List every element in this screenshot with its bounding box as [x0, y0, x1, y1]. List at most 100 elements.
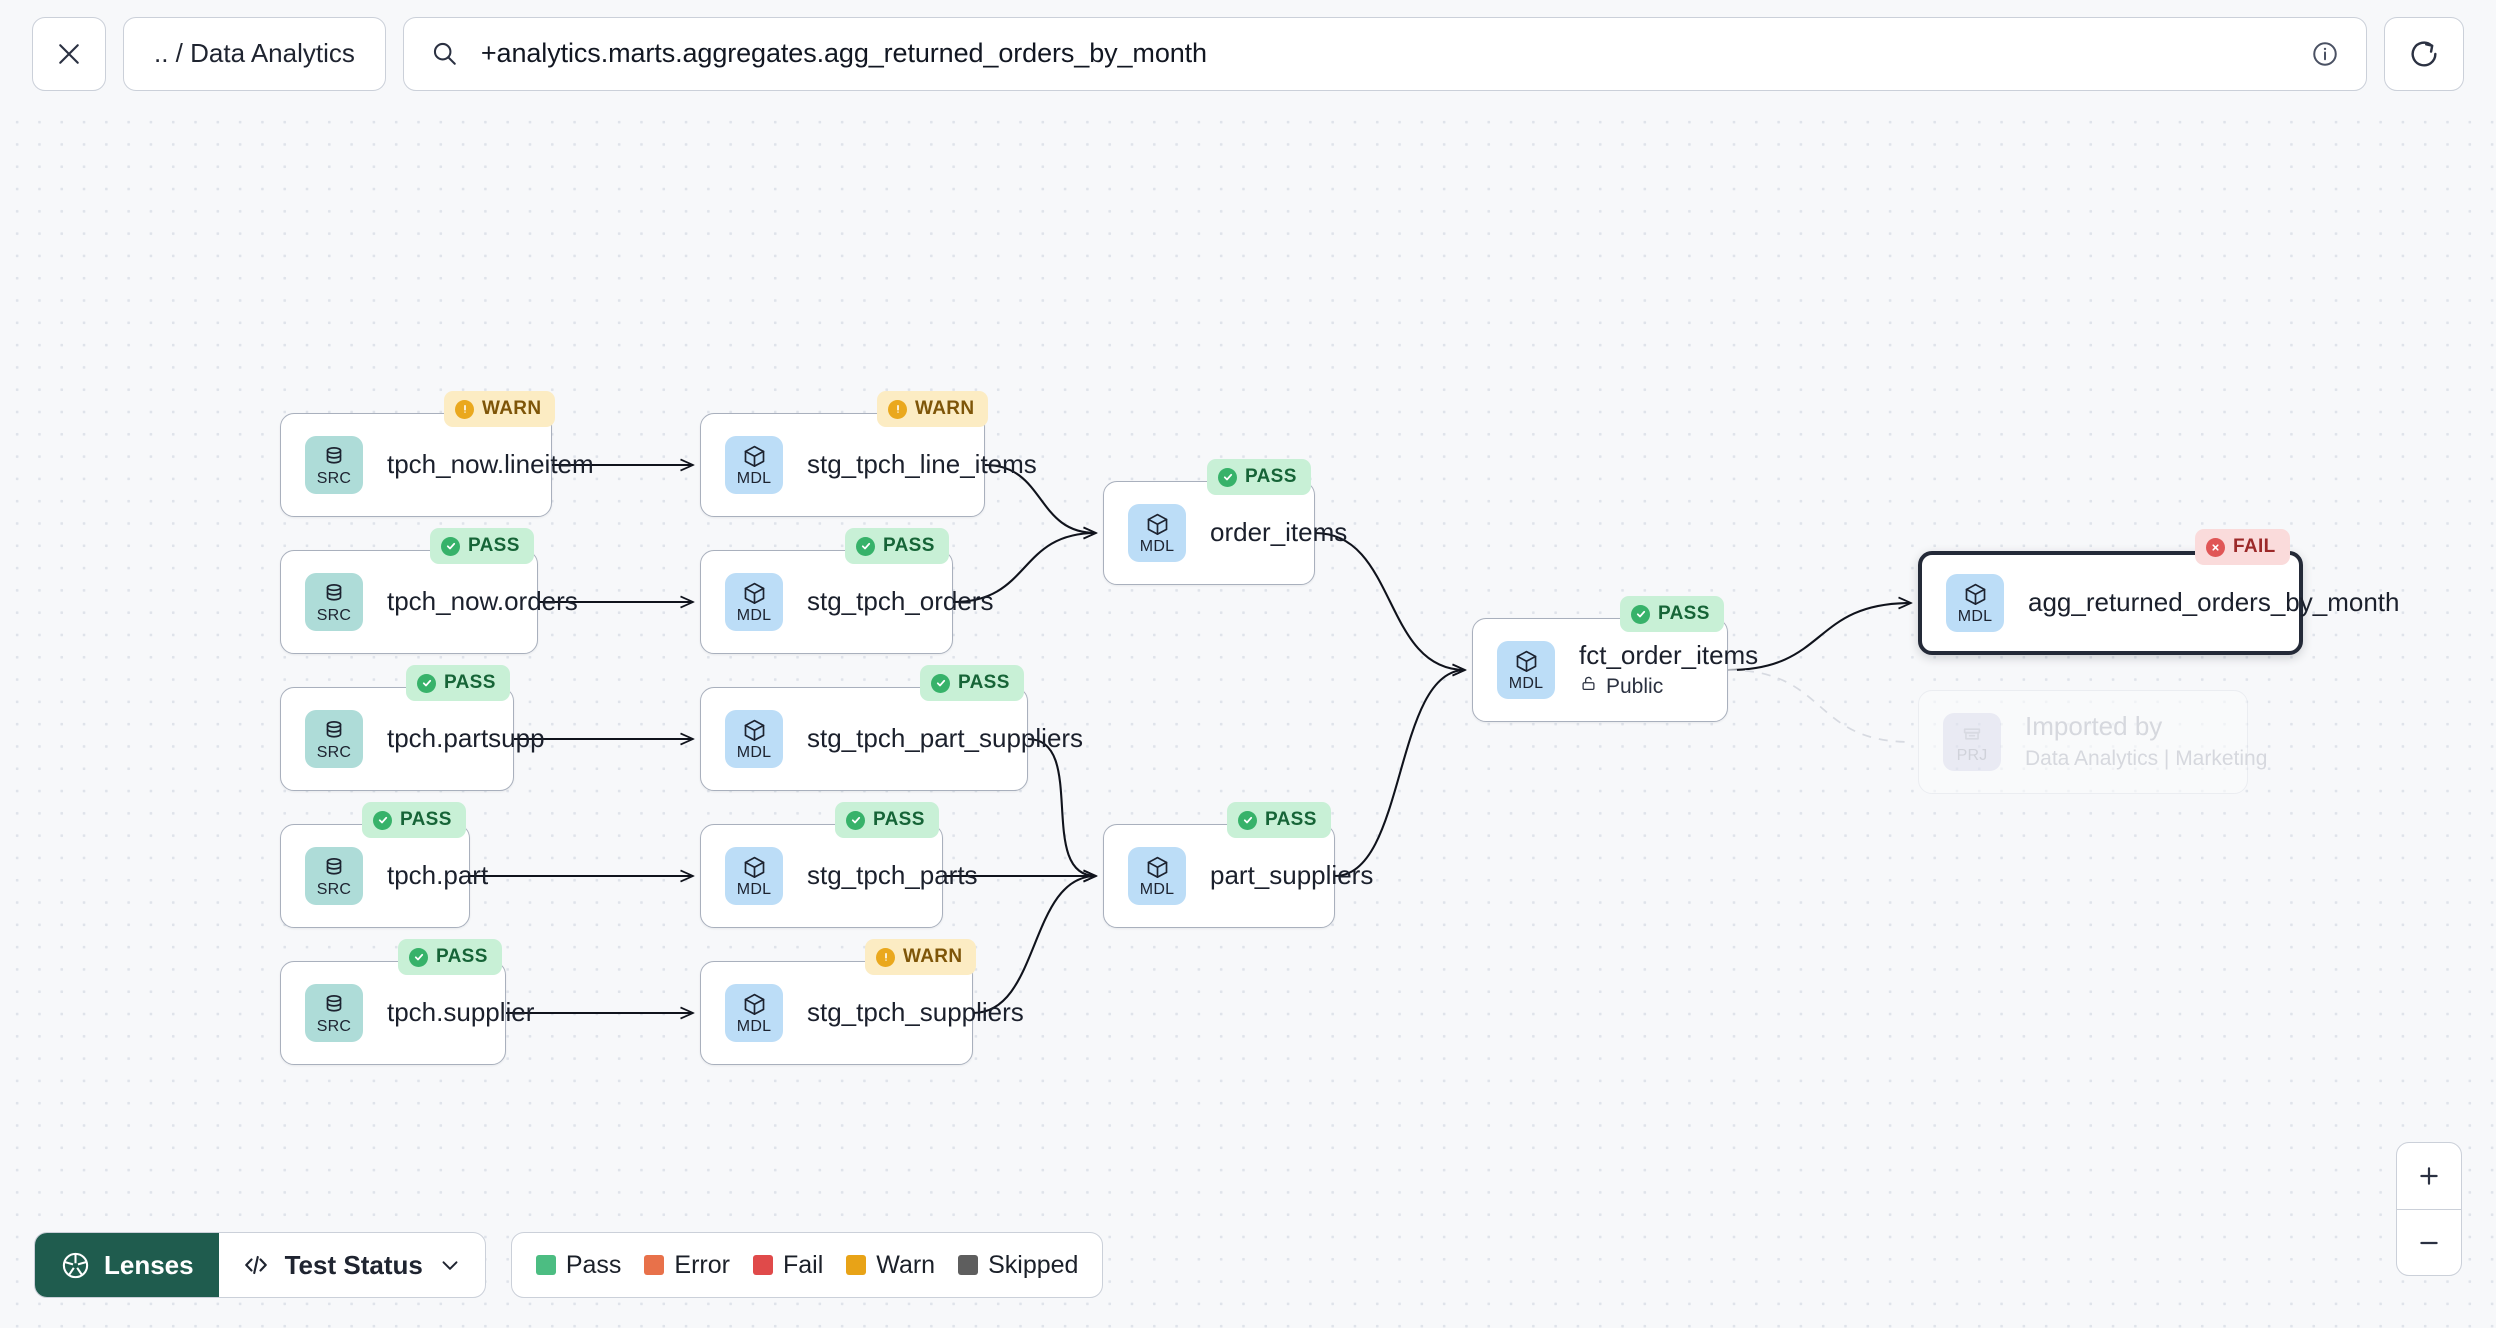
status-badge: FAIL [2195, 529, 2290, 565]
node-title: stg_tpch_parts [807, 860, 978, 891]
refresh-button[interactable] [2384, 16, 2464, 91]
status-label: PASS [436, 946, 488, 967]
node-type-src-icon: SRC [305, 436, 363, 494]
node-body: stg_tpch_orders [807, 586, 1019, 617]
status-badge: PASS [1227, 802, 1331, 838]
close-button[interactable] [32, 16, 106, 91]
node-type-label: MDL [1139, 538, 1175, 555]
status-dot-icon [856, 536, 875, 556]
lenses-button[interactable]: Lenses [35, 1233, 219, 1297]
status-label: WARN [915, 398, 975, 419]
test-status-label: Test Status [284, 1249, 423, 1280]
node-subtitle: Data Analytics | Marketing [2025, 747, 2268, 771]
node-type-label: MDL [1508, 675, 1544, 692]
node-type-label: SRC [316, 606, 352, 624]
status-label: WARN [482, 398, 542, 419]
status-label: FAIL [2233, 536, 2276, 557]
status-badge: PASS [362, 802, 466, 838]
info-icon[interactable] [2310, 39, 2340, 69]
node-type-mdl-icon: MDL [1946, 574, 2004, 632]
node-type-label: MDL [736, 744, 772, 761]
status-badge: PASS [1620, 596, 1724, 632]
legend-swatch [846, 1255, 867, 1275]
node-visibility-label: Public [1606, 674, 1664, 698]
lineage-node[interactable]: PRJ Imported by Data Analytics | Marketing [1918, 690, 2267, 794]
status-dot-icon [417, 673, 436, 693]
test-status-dropdown[interactable]: Test Status [219, 1233, 485, 1297]
node-title: order_items [1210, 517, 1348, 548]
legend-item[interactable]: Fail [752, 1251, 823, 1280]
search-value: +analytics.marts.aggregates.agg_returned… [480, 38, 1207, 68]
legend-swatch [958, 1255, 979, 1275]
node-body: stg_tpch_suppliers [807, 997, 1050, 1028]
zoom-out-button[interactable] [2397, 1209, 2461, 1275]
node-body: tpch_now.lineitem [387, 449, 620, 480]
status-label: PASS [1265, 809, 1317, 830]
node-type-label: SRC [316, 880, 352, 898]
breadcrumb[interactable]: .. / Data Analytics [123, 16, 386, 91]
node-title: part_suppliers [1210, 860, 1374, 891]
status-dot-icon [846, 810, 865, 830]
node-body: tpch.part [387, 860, 514, 891]
minus-icon [2415, 1229, 2443, 1257]
node-type-label: PRJ [1956, 746, 1988, 764]
status-label: WARN [903, 946, 963, 967]
node-title: tpch_now.orders [387, 586, 578, 617]
node-type-mdl-icon: MDL [725, 436, 783, 494]
node-body: tpch.partsupp [387, 723, 571, 754]
node-type-label: SRC [316, 743, 352, 761]
node-type-label: MDL [736, 470, 772, 487]
status-label: PASS [400, 809, 452, 830]
search-input[interactable]: +analytics.marts.aggregates.agg_returned… [402, 16, 2367, 91]
lineage-node[interactable]: SRC tpch_now.orders [280, 550, 578, 654]
node-title: fct_order_items [1579, 639, 1759, 670]
node-type-label: SRC [316, 469, 352, 487]
node-type-mdl-icon: MDL [1497, 641, 1555, 699]
status-badge: PASS [398, 939, 502, 975]
lineage-node[interactable]: MDL order_items [1103, 481, 1347, 585]
node-body: tpch_now.orders [387, 586, 604, 617]
top-toolbar: .. / Data Analytics +analytics.marts.agg… [0, 0, 2496, 107]
node-body: part_suppliers [1210, 860, 1399, 891]
node-type-mdl-icon: MDL [725, 847, 783, 905]
node-type-mdl-icon: MDL [725, 710, 783, 768]
legend-item[interactable]: Warn [846, 1251, 935, 1280]
node-type-src-icon: SRC [305, 573, 363, 631]
search-icon [430, 39, 459, 68]
lineage-edge [952, 533, 1096, 604]
status-badge: PASS [430, 528, 534, 564]
legend-label: Skipped [988, 1250, 1079, 1279]
lineage-node[interactable]: MDL stg_tpch_parts [700, 824, 978, 928]
lineage-edge [1027, 737, 1096, 876]
node-body: Imported by Data Analytics | Marketing [2025, 712, 2293, 771]
node-type-mdl-icon: MDL [725, 573, 783, 631]
status-dot-icon [888, 399, 907, 419]
zoom-in-button[interactable] [2397, 1143, 2461, 1209]
node-body: order_items [1210, 517, 1373, 548]
node-title: Imported by [2025, 711, 2163, 742]
legend-item[interactable]: Skipped [958, 1251, 1078, 1280]
node-type-label: MDL [736, 607, 772, 624]
status-dot-icon [373, 810, 392, 830]
status-label: PASS [444, 672, 496, 693]
breadcrumb-label: .. / Data Analytics [154, 38, 355, 68]
status-label: PASS [1245, 466, 1297, 487]
node-title: tpch.supplier [387, 997, 535, 1028]
node-type-label: MDL [736, 1018, 772, 1035]
legend-item[interactable]: Error [644, 1251, 730, 1280]
refresh-icon [2407, 37, 2441, 71]
lineage-edge [984, 463, 1096, 533]
legend-item[interactable]: Pass [535, 1251, 621, 1280]
